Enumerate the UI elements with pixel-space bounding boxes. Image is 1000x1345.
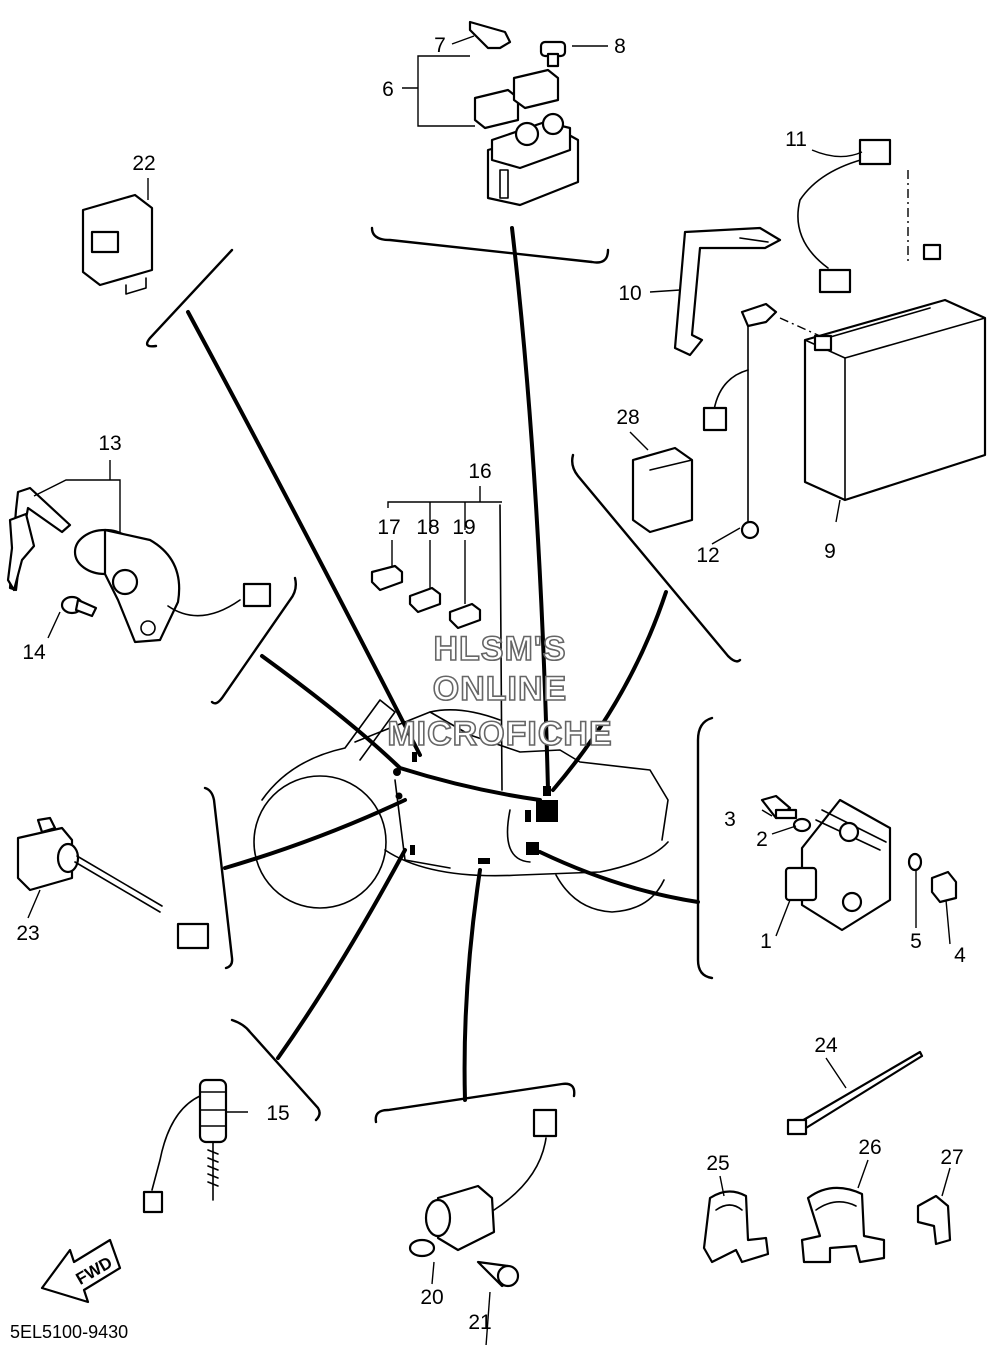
regulator-nut-clip (930, 870, 958, 904)
callout-24: 24 (814, 1034, 838, 1057)
watermark-line-2: ONLINE (433, 670, 567, 708)
neutral-switch-screw-21 (476, 1260, 520, 1288)
callout-7: 7 (434, 34, 446, 57)
diagram-code: 5EL5100-9430 (10, 1322, 128, 1342)
callout-1: 1 (760, 930, 772, 953)
battery-lead-negative (702, 170, 909, 540)
callout-22: 22 (132, 152, 155, 175)
battery-lead-positive (797, 138, 892, 294)
callout-26: 26 (858, 1136, 881, 1159)
callout-14: 14 (22, 641, 46, 664)
clamp-27 (916, 1194, 952, 1246)
starter-relay-fuse (468, 20, 512, 50)
callout-28: 28 (616, 406, 639, 429)
callout-18: 18 (416, 516, 439, 539)
starter-relay-bolt (539, 40, 567, 68)
watermark: HLSM'S ONLINE MICROFICHE (387, 629, 613, 754)
battery (803, 243, 987, 502)
main-switch (73, 528, 272, 644)
callout-21: 21 (468, 1311, 491, 1334)
forward-arrow: FWD (40, 1238, 122, 1304)
callout-23: 23 (16, 922, 39, 945)
cable-tie-24 (786, 1050, 924, 1136)
callout-numbers: 1 2 3 4 5 6 7 8 9 10 11 12 13 14 15 16 1… (16, 34, 966, 1334)
callout-3: 3 (724, 808, 736, 831)
callout-8: 8 (614, 35, 626, 58)
callout-25: 25 (706, 1152, 729, 1175)
callout-10: 10 (618, 282, 641, 305)
regulator-bolt (760, 794, 798, 820)
fuses (370, 564, 482, 630)
callout-5: 5 (910, 930, 922, 953)
watermark-line-3: MICROFICHE (387, 715, 612, 753)
battery-band (673, 226, 782, 357)
starter-switch-23 (16, 816, 210, 950)
callout-2: 2 (756, 828, 768, 851)
wiring-harness (186, 226, 700, 1102)
relay-28 (631, 446, 694, 534)
watermark-line-1: HLSM'S (433, 630, 566, 668)
callout-6: 6 (382, 78, 394, 101)
callout-11: 11 (785, 128, 807, 151)
callout-20: 20 (420, 1286, 443, 1309)
callout-19: 19 (452, 516, 475, 539)
sidestand-switch-15 (142, 1078, 228, 1214)
regulator-small-washer (907, 852, 923, 872)
callout-27: 27 (940, 1146, 963, 1169)
neutral-switch-20 (408, 1108, 558, 1258)
callout-16: 16 (468, 460, 491, 483)
regulator-washer (792, 817, 812, 833)
clamp-25 (702, 1190, 770, 1264)
leader-lines (27, 35, 951, 1345)
group-brackets (145, 226, 742, 1124)
switch-screw (60, 595, 98, 618)
clamp-26 (800, 1186, 886, 1264)
callout-17: 17 (377, 516, 400, 539)
callout-12: 12 (696, 544, 719, 567)
callout-4: 4 (954, 944, 966, 967)
motorcycle-outline (253, 699, 669, 913)
starter-relay (473, 68, 580, 207)
rectifier-regulator (784, 798, 892, 932)
relay-unit-22 (81, 193, 154, 295)
callout-9: 9 (824, 540, 836, 563)
harness-connectors (393, 752, 558, 864)
callout-13: 13 (98, 432, 121, 455)
callout-15: 15 (266, 1102, 289, 1125)
ignition-keys (6, 486, 72, 592)
